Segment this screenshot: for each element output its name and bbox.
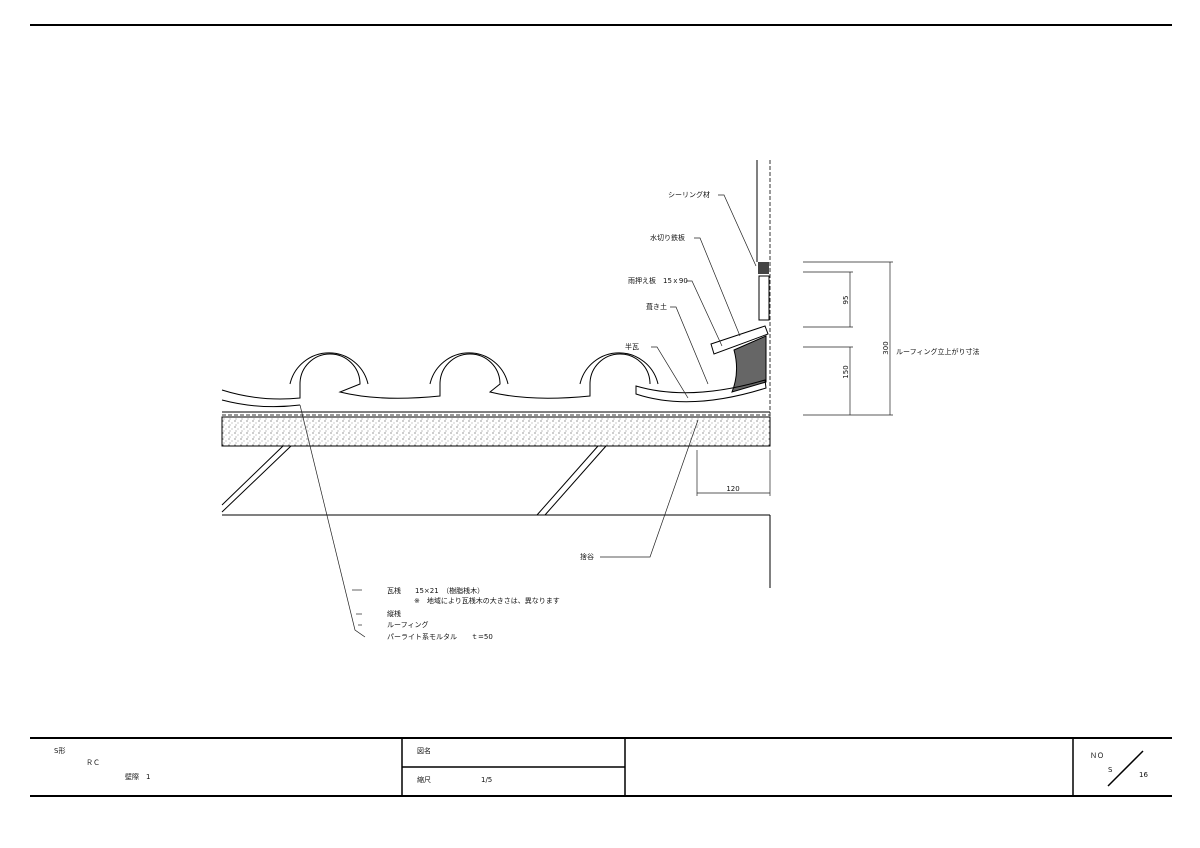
label-sealing: シーリング材 <box>668 190 710 199</box>
scale-label: 縮尺 <box>417 775 431 784</box>
dim-120: 120 <box>726 485 739 493</box>
label-batten: 瓦桟 15×21 （樹脂桟木） <box>387 586 484 595</box>
drawing-name-label: 図名 <box>417 746 431 755</box>
perlite-mortar <box>221 416 771 447</box>
structure-below <box>221 445 771 588</box>
title-line1: S形 <box>54 747 65 755</box>
label-rain-board: 雨押え板 15ｘ90 <box>628 276 688 285</box>
label-roofing: ルーフィング <box>387 620 428 629</box>
label-mortar: パーライト系モルタル ｔ=50 <box>387 632 493 641</box>
label-counter-batten: 縦桟 <box>387 609 401 618</box>
rc-wall <box>756 160 771 420</box>
dim-300: 300 <box>882 341 890 354</box>
label-fill-soil: 葺き土 <box>646 302 667 311</box>
rain-board <box>758 275 770 321</box>
leader-lines <box>299 194 757 638</box>
label-half-tile: 半瓦 <box>625 342 639 351</box>
flashing-and-fill <box>710 325 769 393</box>
title-block <box>30 737 1172 797</box>
label-flashing: 水切り鉄板 <box>650 233 685 242</box>
label-note: ※ 地域により瓦桟木の大きさは、異なります <box>414 596 560 605</box>
sealing-material <box>758 262 769 274</box>
no-label: ＮＯ <box>1090 752 1104 760</box>
title-line3: 壁際 1 <box>125 772 150 781</box>
sheet-number: 16 <box>1139 771 1148 779</box>
dimension-lines <box>696 261 893 496</box>
scale-value: 1/5 <box>481 776 492 784</box>
label-roofing-rise: ルーフィング立上がり寸法 <box>896 347 979 356</box>
label-gutter: 捨谷 <box>580 552 594 561</box>
dim-150: 150 <box>842 365 850 378</box>
title-line2: ＲＣ <box>86 759 100 767</box>
roof-tiles <box>221 352 767 408</box>
dim-95: 95 <box>842 296 850 305</box>
sheet-series: S <box>1108 766 1113 774</box>
